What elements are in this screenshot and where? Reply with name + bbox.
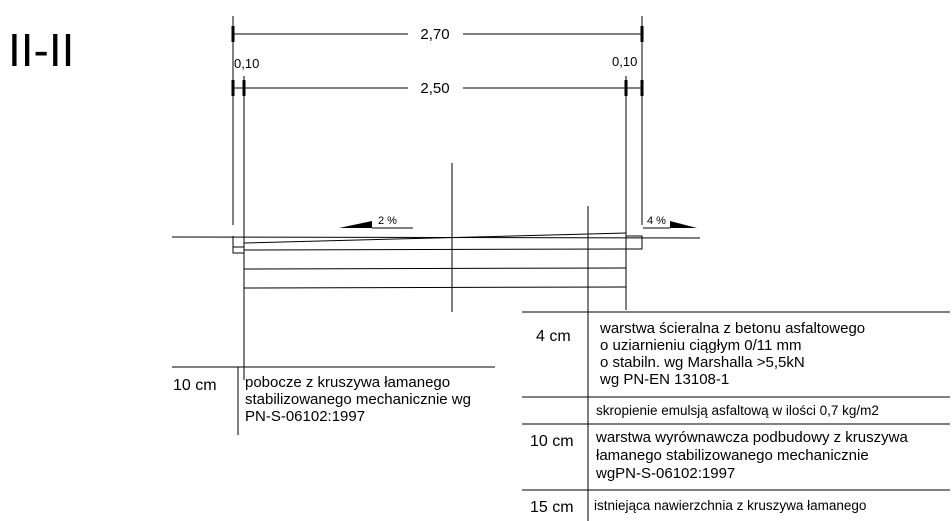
layer-1-thickness: 4 cm [536,328,571,345]
shoulder-desc-line-3: PN-S-06102:1997 [245,408,365,425]
overall-width-dimension: 2,70 [231,16,644,225]
layer-4-desc-line-1: istniejąca nawierzchnia z kruszywa łaman… [594,498,866,513]
pavement-surface-line [243,232,627,244]
wearing-course-bottom [243,248,627,251]
left-slope-arrow-icon [339,221,372,228]
layer-3-desc-line-3: wgPN-S-06102:1997 [595,465,735,482]
carriageway-width-dimension: 2,50 [231,76,644,380]
left-slope-indicator: 2 % [339,215,413,229]
carriageway-width-label: 2,50 [420,80,449,97]
section-title: II-II [8,24,74,76]
shoulder-desc-line-2: stabilizowanego mechanicznie wg [245,391,471,408]
shoulder-desc-line-1: pobocze z kruszywa łamanego [245,374,450,391]
shoulder-thickness: 10 cm [173,377,217,394]
right-shoulder-label: 0,10 [612,54,637,69]
layer-3-desc-line-1: warstwa wyrównawcza podbudowy z kruszywa [595,429,908,446]
right-slope-arrow-icon [670,221,697,228]
right-shoulder-box [626,235,643,250]
layer-3-desc-line-2: łamanego stabilizowanego mechanicznie [596,447,869,464]
overall-width-label: 2,70 [420,26,449,43]
right-slope-label: 4 % [647,215,666,227]
right-slope-indicator: 4 % [643,215,697,229]
shoulder-layer-table: 10 cm pobocze z kruszywa łamanego stabil… [172,366,495,435]
layer-3-thickness: 10 cm [530,433,574,450]
existing-surface-bottom [243,286,627,289]
pavement-layers-table: 4 cm warstwa ścieralna z betonu asfaltow… [522,311,950,521]
left-shoulder-box [232,236,244,254]
layer-1-desc-line-3: o stabiln. wg Marshalla >5,5kN [600,354,805,371]
left-shoulder-label: 0,10 [234,56,259,71]
layer-1-desc-line-4: wg PN-EN 13108-1 [599,371,729,388]
layer-4-thickness: 15 cm [530,499,574,516]
layer-1-desc-line-1: warstwa ścieralna z betonu asfaltowego [599,320,865,337]
layer-1-desc-line-2: o uziarnieniu ciągłym 0/11 mm [600,337,801,354]
left-slope-label: 2 % [378,215,397,227]
levelling-course-bottom [243,267,627,270]
layer-2-desc-line-1: skropienie emulsją asfaltową w ilości 0,… [596,403,879,418]
